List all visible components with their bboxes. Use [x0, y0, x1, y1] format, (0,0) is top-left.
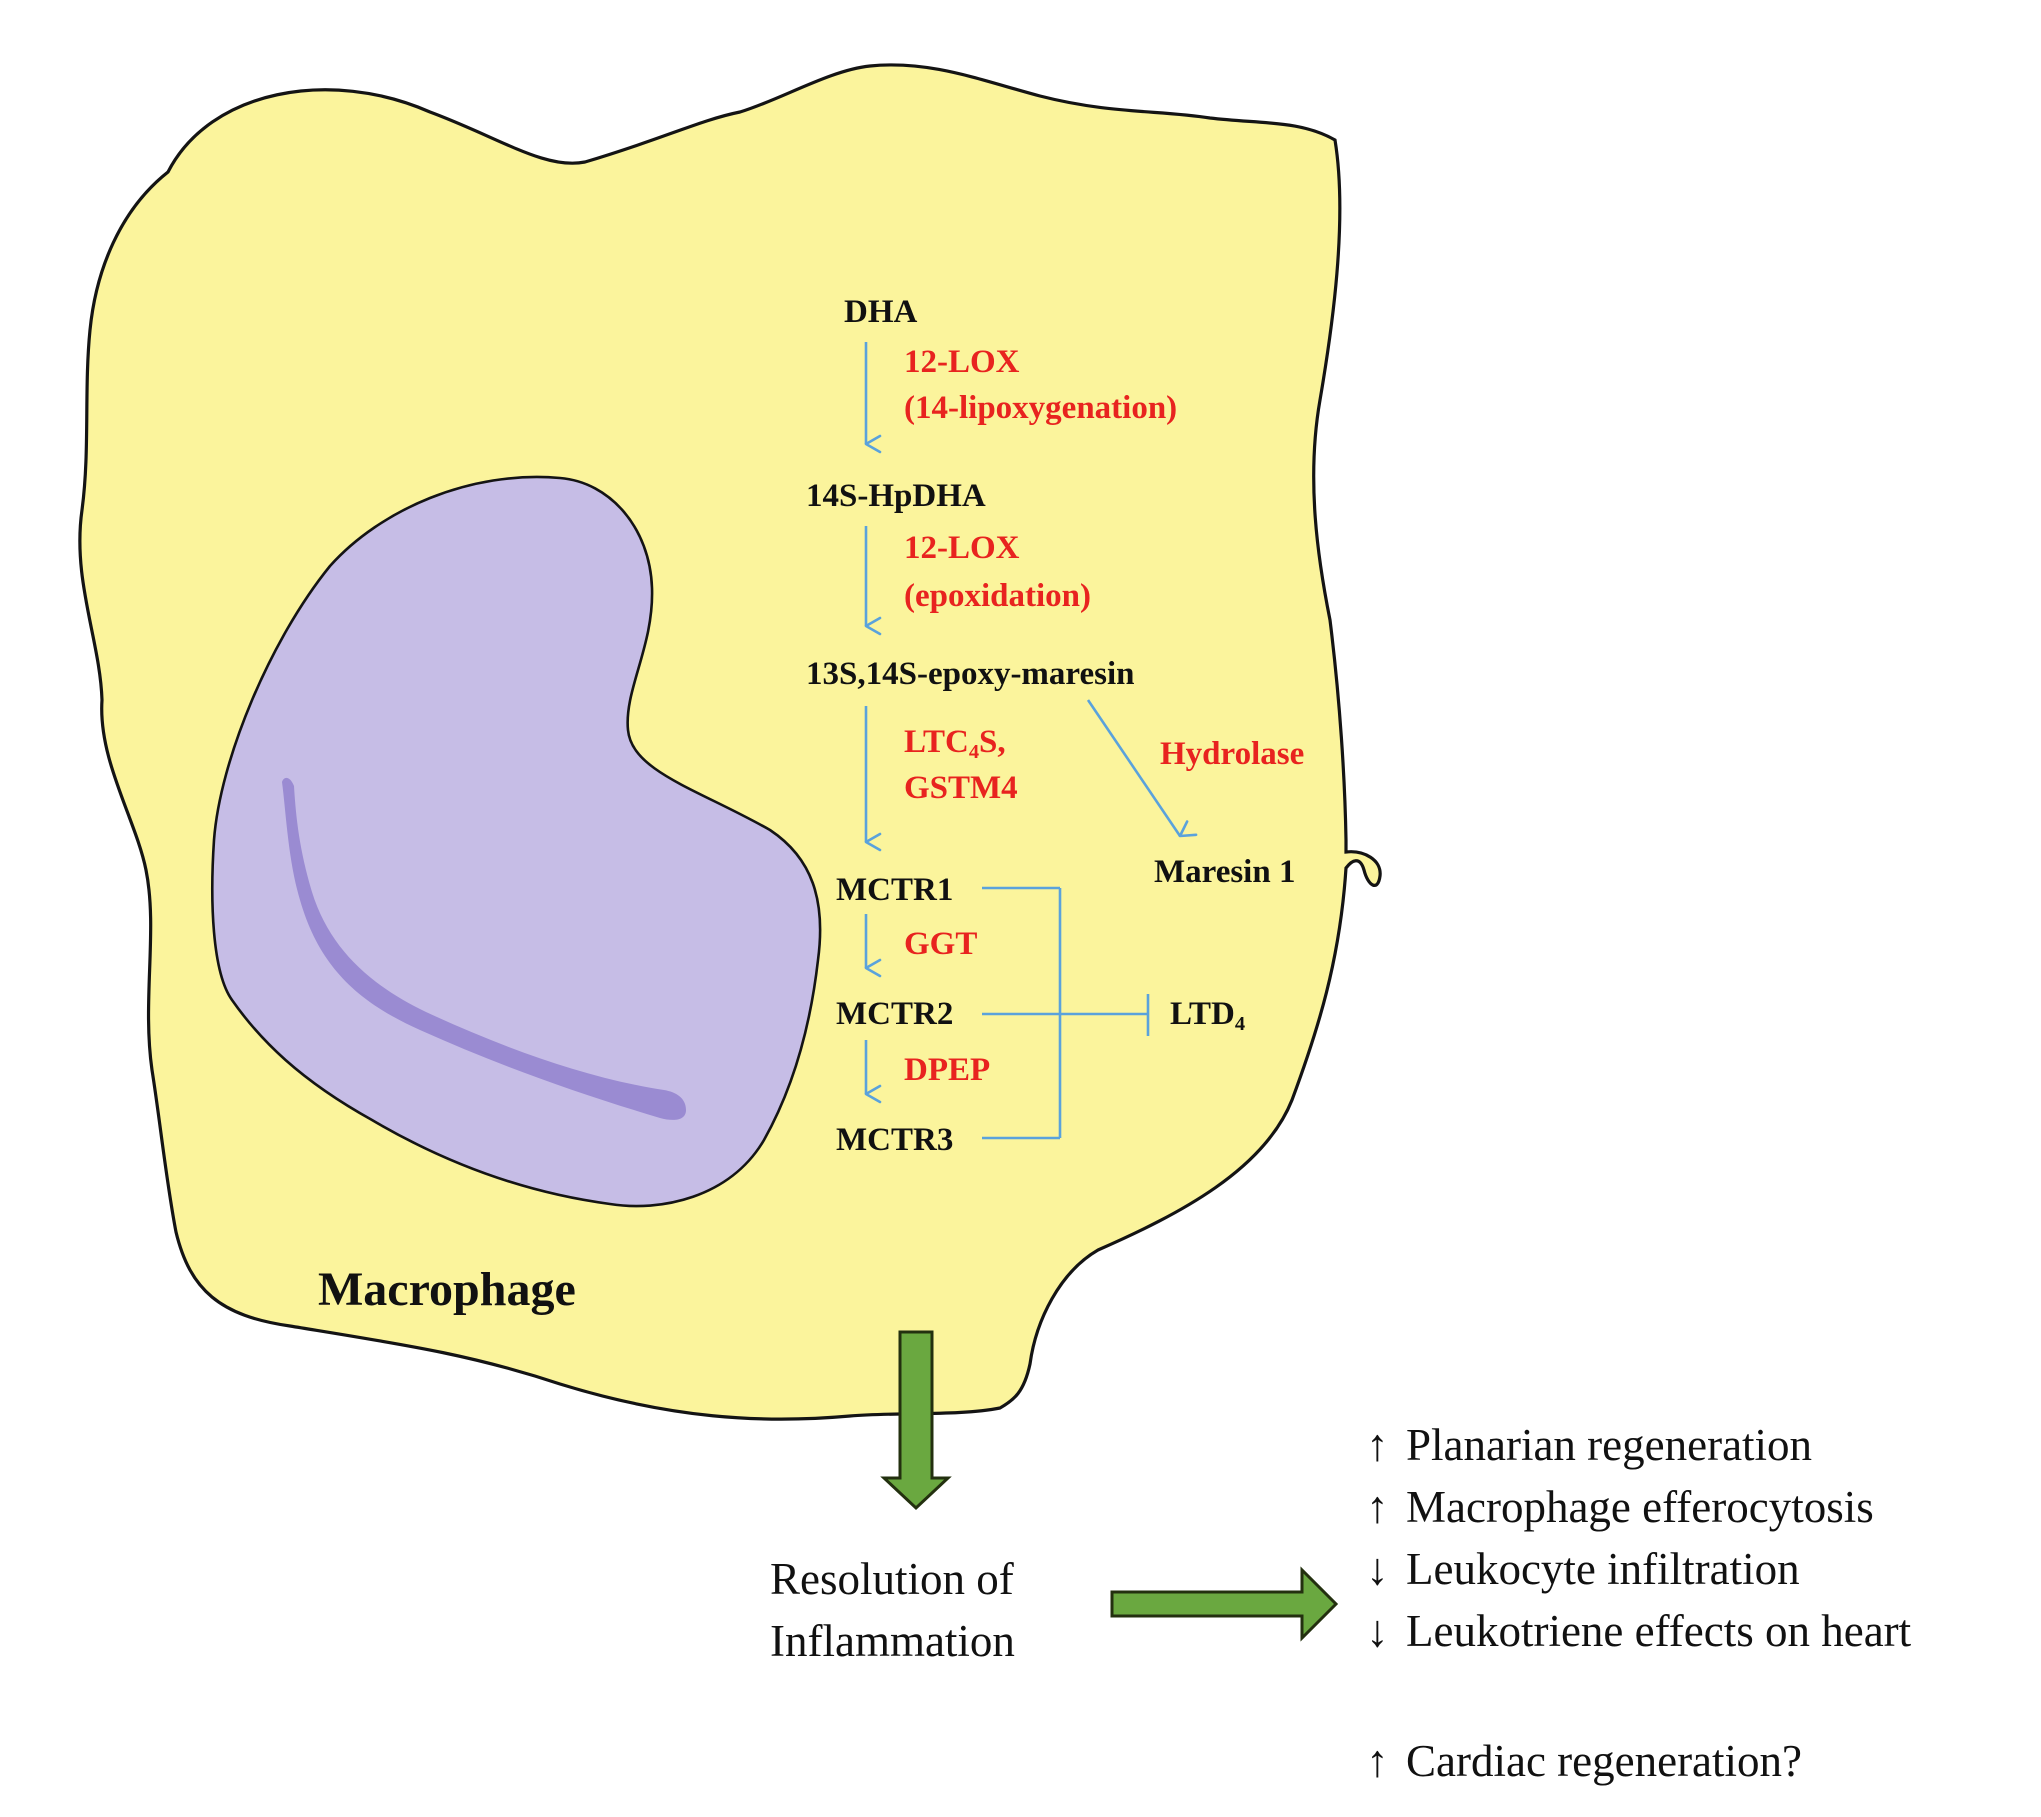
molecule-mctr1: MCTR1: [836, 872, 954, 908]
up-arrow-icon: ↑: [1366, 1420, 1389, 1470]
molecule-ltd4: LTD4: [1170, 996, 1246, 1035]
effect-item: ↓Leukocyte infiltration: [1366, 1538, 1911, 1600]
molecule-mctr3: MCTR3: [836, 1122, 954, 1158]
molecule-maresin-1: Maresin 1: [1154, 854, 1296, 890]
effects-list: ↑Planarian regeneration ↑Macrophage effe…: [1366, 1414, 1911, 1662]
up-arrow-icon: ↑: [1366, 1736, 1389, 1786]
enzyme-12-lox-2: 12-LOX: [904, 530, 1020, 566]
inhibition-bracket: [982, 886, 1150, 1140]
enzyme-hydrolase: Hydrolase: [1160, 736, 1305, 772]
cell-label-macrophage: Macrophage: [318, 1263, 576, 1316]
enzyme-gstm4: GSTM4: [904, 770, 1018, 806]
enzyme-epoxidation: (epoxidation): [904, 578, 1092, 614]
resolution-of-inflammation: Resolution of Inflammation: [770, 1554, 1015, 1666]
up-arrow-icon: ↑: [1366, 1482, 1389, 1532]
arrow-diagonal-icon: [1086, 699, 1198, 838]
effect-item: ↓Leukotriene effects on heart: [1366, 1600, 1911, 1662]
enzyme-14-lipoxygenation: (14-lipoxygenation): [904, 390, 1178, 426]
enzyme-ltc4s: LTC4S,: [904, 724, 1006, 763]
down-arrow-icon: ↓: [1366, 1544, 1389, 1594]
enzyme-12-lox-1: 12-LOX: [904, 344, 1020, 380]
molecule-14s-hpdha: 14S-HpDHA: [806, 478, 986, 514]
molecule-epoxy-maresin: 13S,14S-epoxy-maresin: [806, 656, 1135, 692]
nucleus: [211, 475, 822, 1208]
nucleus-inner-streak: [282, 777, 686, 1120]
block-arrow-right-icon: [1110, 1566, 1339, 1642]
enzyme-dpep: DPEP: [904, 1052, 991, 1088]
pathway-arrows: [864, 342, 1198, 1104]
block-arrow-down-icon: [880, 1330, 952, 1511]
down-arrow-icon: ↓: [1366, 1606, 1389, 1656]
effect-cardiac-regeneration: ↑Cardiac regeneration?: [1366, 1730, 1802, 1792]
molecule-dha: DHA: [844, 294, 918, 330]
molecule-mctr2: MCTR2: [836, 996, 954, 1032]
effect-item: ↑Planarian regeneration: [1366, 1414, 1911, 1476]
enzyme-ggt: GGT: [904, 926, 978, 962]
effect-item: ↑Macrophage efferocytosis: [1366, 1476, 1911, 1538]
